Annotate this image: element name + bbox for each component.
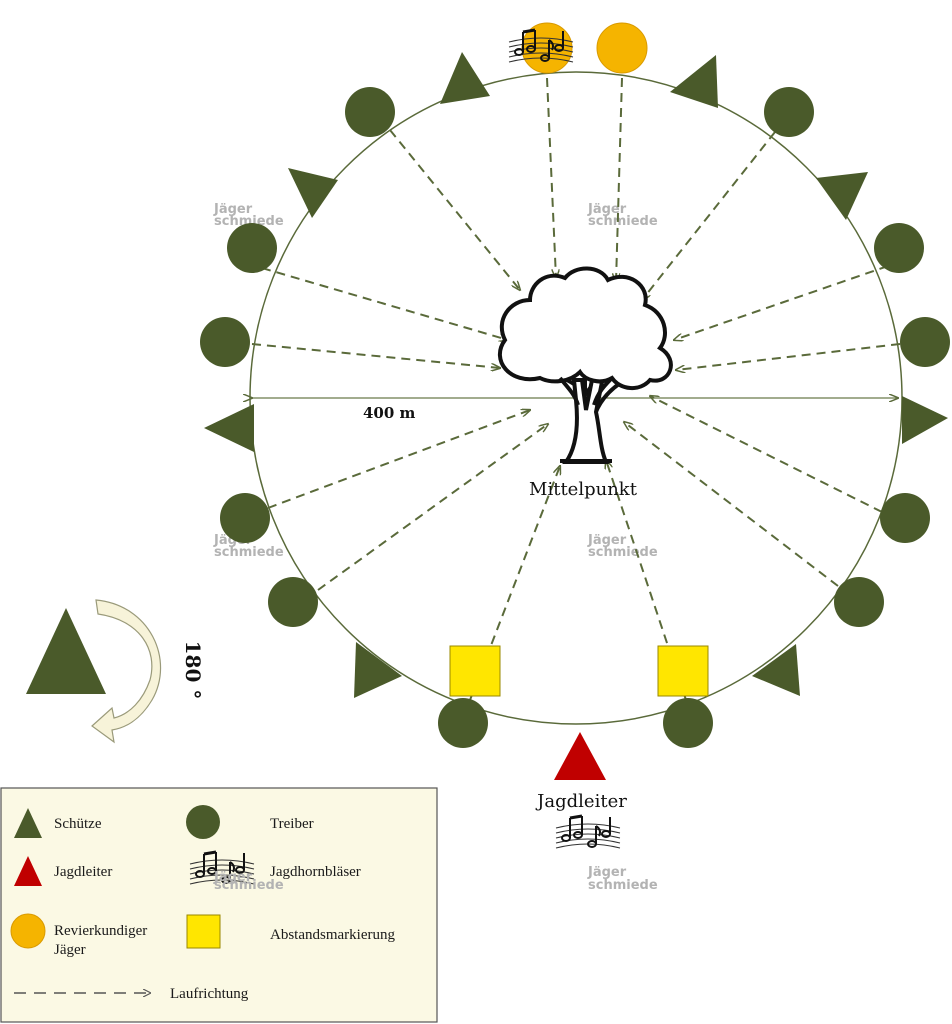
watermark-line1: Jäger xyxy=(213,202,253,217)
watermark-legend-line1: Jäger xyxy=(213,870,253,885)
treiber-circle xyxy=(880,493,930,543)
watermark-top-left: Jäger schmiede xyxy=(213,202,284,229)
watermark-line2: schmiede xyxy=(588,214,658,229)
legend-laufrichtung-label: Laufrichtung xyxy=(170,986,249,1002)
legend-revierkundiger-label-line1: Revierkundiger xyxy=(54,923,147,939)
direction-arrow xyxy=(624,422,839,587)
watermark-line2: schmiede xyxy=(214,545,284,560)
schuetzen-group xyxy=(204,52,948,698)
schuetze-triangle xyxy=(288,168,338,218)
watermark-line2: schmiede xyxy=(588,545,658,560)
legend-schuetze-icon xyxy=(14,808,42,838)
schuetze-triangle xyxy=(902,396,948,444)
schuetze-rotate-triangle xyxy=(26,608,106,694)
direction-arrows xyxy=(251,77,901,701)
legend-schuetze-label: Schütze xyxy=(54,816,102,832)
watermark-line1: Jäger xyxy=(587,865,627,880)
legend-revierkundiger-label-line2: Jäger xyxy=(54,942,86,958)
treiber-circle xyxy=(268,577,318,627)
center-label: Mittelpunkt xyxy=(529,479,638,500)
treiber-circle xyxy=(663,698,713,748)
direction-arrow xyxy=(261,267,508,340)
treiber-group xyxy=(200,87,950,748)
legend-treiber-icon xyxy=(186,805,220,839)
abstand-square xyxy=(449,645,501,697)
direction-arrow xyxy=(251,343,500,368)
jagdleiter-triangle xyxy=(554,732,606,780)
treiber-circle xyxy=(438,698,488,748)
direction-arrow xyxy=(389,129,520,290)
legend-abstand-label: Abstandsmarkierung xyxy=(270,927,395,943)
revierkundiger-circle xyxy=(596,22,648,74)
treiber-circle xyxy=(345,87,395,137)
tree-icon xyxy=(498,266,673,464)
legend-revierkundiger-icon xyxy=(10,913,46,949)
direction-arrow xyxy=(642,131,776,300)
treiber-circle xyxy=(227,223,277,273)
watermark-line1: Jäger xyxy=(587,202,627,217)
treiber-circle xyxy=(900,317,950,367)
direction-arrow xyxy=(469,466,560,701)
legend-treiber-label: Treiber xyxy=(270,816,314,832)
direction-arrow xyxy=(606,460,687,701)
watermark-line2: schmiede xyxy=(588,878,658,893)
schuetze-triangle xyxy=(752,644,800,696)
schuetze-triangle xyxy=(816,172,868,220)
legend-jagdleiter-label: Jagdleiter xyxy=(54,864,112,880)
legend-jagdleiter-icon xyxy=(14,856,42,886)
watermark-bottom-center: Jäger schmiede xyxy=(587,865,658,893)
diameter-label: 400 m xyxy=(363,404,416,422)
direction-arrow xyxy=(650,396,883,513)
leader-label: Jagdleiter xyxy=(535,791,627,812)
music-notes-icon xyxy=(554,814,622,850)
schuetze-triangle xyxy=(440,52,490,104)
treiber-circle xyxy=(220,493,270,543)
schuetze-triangle xyxy=(670,55,718,108)
rotation-label: 180 ° xyxy=(181,641,205,700)
treiber-circle xyxy=(764,87,814,137)
legend-jagdhornblaeser-label: Jagdhornbläser xyxy=(270,864,361,880)
watermark-top-center: Jäger schmiede xyxy=(587,202,658,229)
watermark-mid-center: Jäger schmiede xyxy=(587,533,658,560)
legend: Schütze Treiber Jagdleiter Jäger schmied… xyxy=(0,787,438,1023)
direction-arrow xyxy=(674,265,889,340)
rotate-arrow-icon xyxy=(91,599,162,744)
direction-arrow xyxy=(546,77,556,278)
watermark-line1: Jäger xyxy=(587,533,627,548)
watermark-line2: schmiede xyxy=(214,214,284,229)
direction-arrow xyxy=(616,77,623,282)
legend-abstand-icon xyxy=(186,914,221,949)
treiber-circle xyxy=(200,317,250,367)
direction-arrow xyxy=(317,424,548,591)
treiber-circle xyxy=(834,577,884,627)
watermark-legend-line2: schmiede xyxy=(214,878,284,893)
abstand-square xyxy=(657,645,709,697)
treiber-circle xyxy=(874,223,924,273)
direction-arrow xyxy=(267,410,530,509)
schuetze-triangle xyxy=(354,642,402,698)
direction-arrow xyxy=(676,343,901,370)
schuetze-triangle xyxy=(204,404,254,452)
